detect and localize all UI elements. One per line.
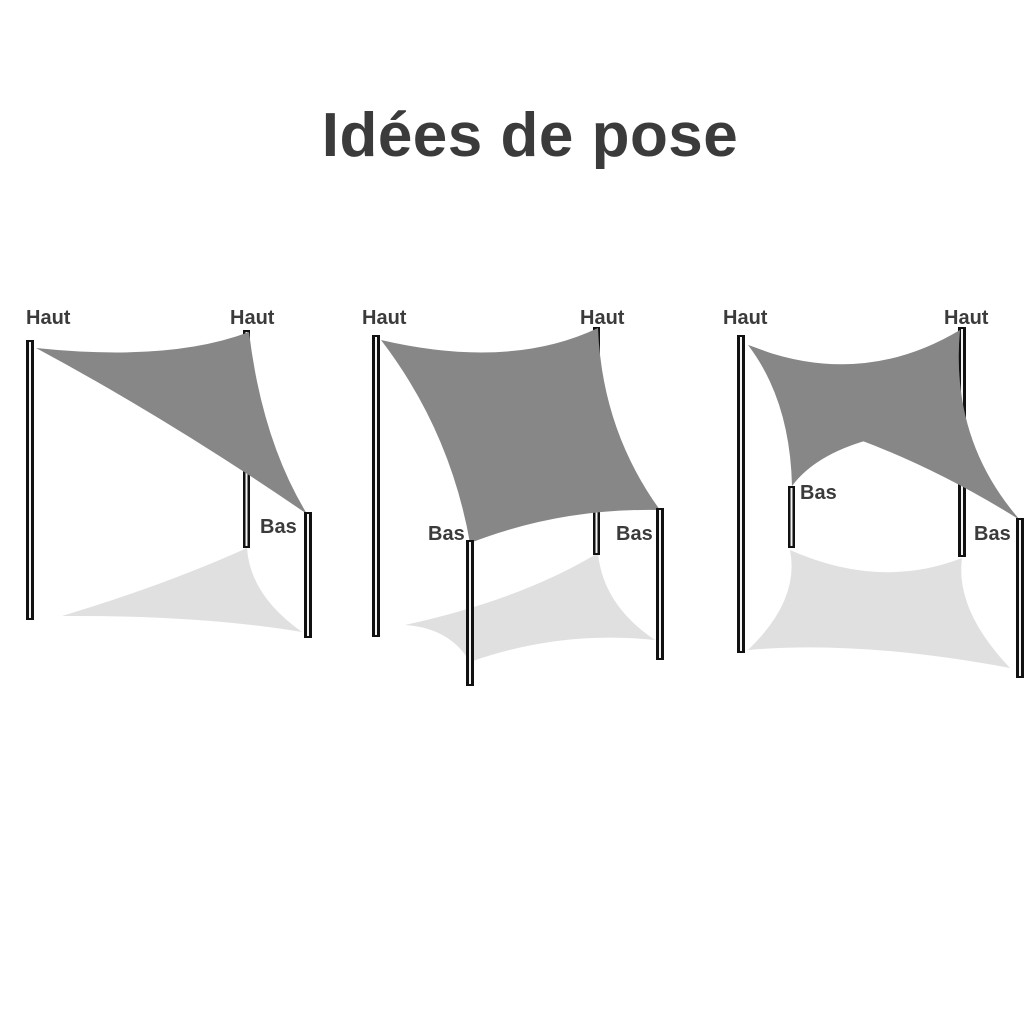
sail [748, 330, 960, 486]
label-bas: Bas [616, 523, 653, 545]
sail-shadow [62, 548, 302, 632]
config-triangle: Haut Haut Bas [26, 307, 312, 638]
sail [860, 330, 1020, 520]
pole [659, 510, 661, 658]
page-title: Idées de pose [321, 101, 739, 170]
sail [36, 332, 307, 514]
label-haut: Haut [230, 307, 275, 329]
label-haut: Haut [362, 307, 407, 329]
label-bas: Bas [974, 523, 1011, 545]
config-crossed-triangles: Haut Haut Bas Bas [723, 307, 1024, 678]
label-bas: Bas [260, 516, 297, 538]
label-haut: Haut [944, 307, 989, 329]
pole [469, 542, 471, 684]
config-square: Haut Haut Bas Bas [362, 307, 664, 686]
pole [790, 488, 793, 546]
pole [307, 514, 309, 636]
pole [1019, 520, 1021, 676]
sail-shadow [405, 553, 655, 662]
label-bas: Bas [800, 482, 837, 504]
label-haut: Haut [26, 307, 71, 329]
label-bas: Bas [428, 523, 465, 545]
pole [29, 342, 31, 618]
label-haut: Haut [723, 307, 768, 329]
sail [381, 328, 660, 543]
label-haut: Haut [580, 307, 625, 329]
sail-shadow [748, 550, 1010, 668]
pole [375, 337, 377, 635]
pole [740, 337, 742, 651]
